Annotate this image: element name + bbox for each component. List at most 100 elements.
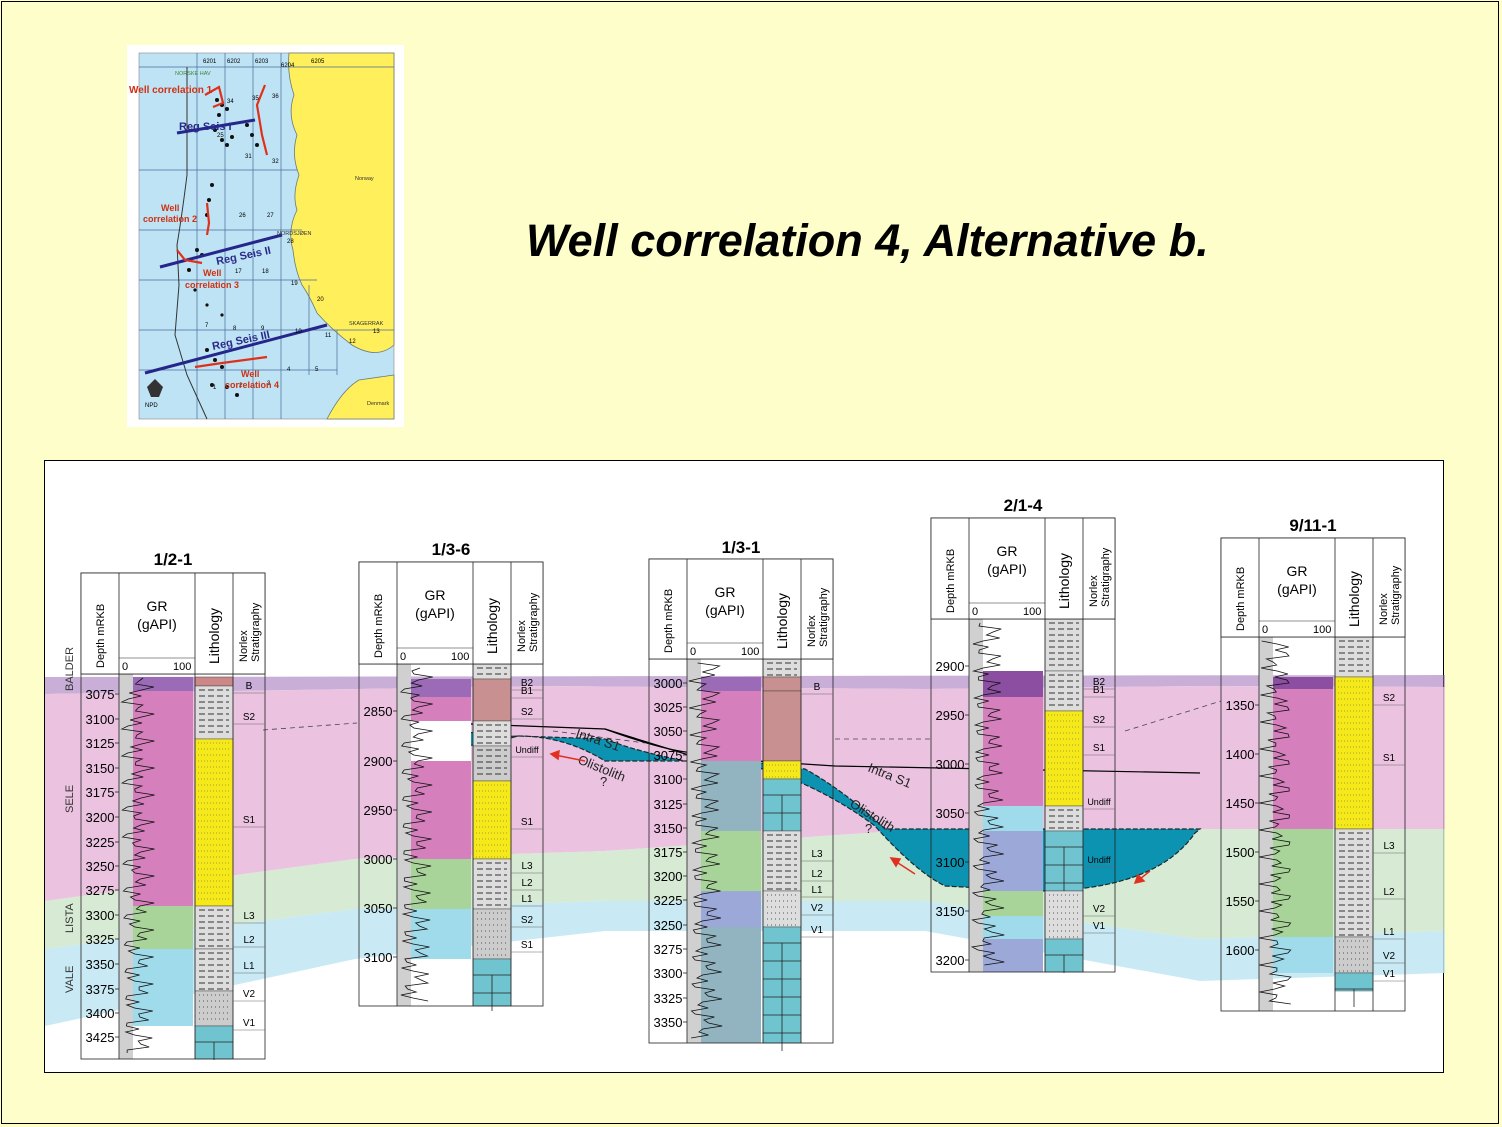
zone-band-vale bbox=[45, 901, 1445, 1026]
header-depth: Depth mRKB bbox=[1235, 567, 1247, 631]
slide-title: Well correlation 4, Alternative b. bbox=[526, 215, 1209, 266]
gr-curve bbox=[688, 662, 723, 1039]
zone-labels: BALDER SELE LISTA VALE bbox=[64, 647, 76, 993]
lithology-section bbox=[1044, 710, 1084, 807]
strat-label: B bbox=[246, 681, 253, 692]
depth-label: 3125 bbox=[86, 736, 115, 751]
annotation-question: ? bbox=[600, 774, 607, 789]
gr-fill-section bbox=[121, 677, 193, 691]
block-label: 6201 bbox=[203, 59, 217, 65]
header-gr-unit: (gAPI) bbox=[1277, 581, 1317, 597]
gr-fill-section bbox=[689, 677, 761, 691]
depth-label: 2950 bbox=[364, 803, 393, 818]
header-depth: Depth mRKB bbox=[663, 589, 675, 653]
depth-label: 3000 bbox=[364, 852, 393, 867]
lithology-section bbox=[1334, 972, 1374, 992]
strat-label: B1 bbox=[1093, 685, 1106, 696]
header-gr-unit: (gAPI) bbox=[137, 616, 177, 632]
map-label-well-correlation-1: Well correlation 1 bbox=[129, 85, 213, 96]
gr-scale-max: 100 bbox=[451, 651, 469, 663]
depth-label: 3050 bbox=[936, 806, 965, 821]
strat-label: L3 bbox=[521, 861, 533, 872]
header-stratigraphy: Norlex bbox=[1088, 575, 1100, 607]
lithology-section bbox=[472, 678, 512, 722]
map-quadrant-numbers: 35 36 31 32 25 26 27 17 18 19 20 7 8 9 1… bbox=[205, 94, 380, 391]
depth-label: 3275 bbox=[86, 883, 115, 898]
gr-scale-max: 100 bbox=[1023, 606, 1041, 618]
header-stratigraphy: Norlex bbox=[516, 620, 528, 652]
header-lithology: Lithology bbox=[206, 608, 222, 664]
map-boundary-line bbox=[174, 67, 208, 420]
lithology-section bbox=[472, 908, 512, 960]
depth-label: 3250 bbox=[86, 859, 115, 874]
header-lithology: Lithology bbox=[1056, 553, 1072, 609]
well-header bbox=[80, 572, 266, 675]
depth-label: 3250 bbox=[654, 918, 683, 933]
strat-label: L1 bbox=[811, 885, 823, 896]
depth-label: 3000 bbox=[936, 757, 965, 772]
header-stratigraphy: Stratigraphy bbox=[1390, 565, 1402, 625]
depth-label: 3100 bbox=[936, 855, 965, 870]
depth-label: 3225 bbox=[654, 893, 683, 908]
map-land-denmark bbox=[326, 374, 395, 420]
well-name: 2/1-4 bbox=[1004, 496, 1043, 515]
land-label: SKAGERRAK bbox=[349, 321, 384, 327]
depth-label: 3175 bbox=[86, 785, 115, 800]
zone-label-vale: VALE bbox=[64, 966, 76, 993]
header-stratigraphy: Stratigraphy bbox=[528, 592, 540, 652]
quadrant-number: 2 bbox=[239, 383, 243, 389]
well-header bbox=[648, 558, 834, 660]
strat-label: S1 bbox=[1093, 743, 1106, 754]
quadrant-number: 27 bbox=[267, 213, 274, 219]
depth-label: 1550 bbox=[1226, 894, 1255, 909]
quadrant-number: 28 bbox=[287, 239, 294, 245]
strat-label: L3 bbox=[811, 849, 823, 860]
depth-label: 2850 bbox=[364, 704, 393, 719]
zone-label-sele: SELE bbox=[64, 785, 76, 813]
lithology-section bbox=[1334, 936, 1374, 974]
header-gr: GR bbox=[997, 543, 1018, 559]
strat-label: V1 bbox=[1093, 921, 1106, 932]
quadrant-number: 18 bbox=[262, 269, 269, 275]
header-stratigraphy: Norlex bbox=[238, 630, 250, 662]
depth-label: 2900 bbox=[364, 754, 393, 769]
header-gr: GR bbox=[715, 584, 736, 600]
depth-label: 3100 bbox=[364, 950, 393, 965]
strat-label: V2 bbox=[1383, 951, 1396, 962]
depth-label: 3200 bbox=[654, 869, 683, 884]
strat-label: S1 bbox=[1383, 753, 1396, 764]
quadrant-number: 35 bbox=[252, 96, 259, 102]
strat-label: L1 bbox=[1383, 927, 1395, 938]
header-gr-unit: (gAPI) bbox=[987, 561, 1027, 577]
quadrant-number: 25 bbox=[217, 133, 224, 139]
gr-curve bbox=[399, 667, 433, 1002]
strat-label: L1 bbox=[521, 894, 533, 905]
map-land-labels: Norway Denmark SKAGERRAK NORDSJØEN NORSK… bbox=[175, 71, 390, 407]
strat-label: S1 bbox=[521, 940, 534, 951]
header-stratigraphy: Stratigraphy bbox=[818, 587, 830, 647]
gr-scale-min: 0 bbox=[690, 646, 696, 658]
header-stratigraphy: Stratigraphy bbox=[250, 602, 262, 662]
gr-fill-section bbox=[399, 679, 471, 697]
block-label: 6205 bbox=[311, 59, 325, 65]
depth-label: 3175 bbox=[654, 845, 683, 860]
header-gr-unit: (gAPI) bbox=[415, 605, 455, 621]
header-lithology: Lithology bbox=[1346, 571, 1362, 627]
header-depth: Depth mRKB bbox=[945, 549, 957, 613]
quadrant-number: 1 bbox=[213, 385, 217, 391]
strat-label: S2 bbox=[521, 915, 534, 926]
quadrant-number: 9 bbox=[261, 326, 265, 332]
header-stratigraphy: Stratigraphy bbox=[1100, 547, 1112, 607]
quadrant-number: 19 bbox=[291, 281, 298, 287]
strat-label: L2 bbox=[521, 878, 533, 889]
quadrant-number: 8 bbox=[233, 326, 237, 332]
strat-label: V1 bbox=[243, 1018, 256, 1029]
lithology-section bbox=[762, 658, 802, 678]
lithology-section bbox=[1334, 828, 1374, 938]
quadrant-number: 13 bbox=[373, 329, 380, 335]
quadrant-number: 11 bbox=[325, 333, 332, 339]
